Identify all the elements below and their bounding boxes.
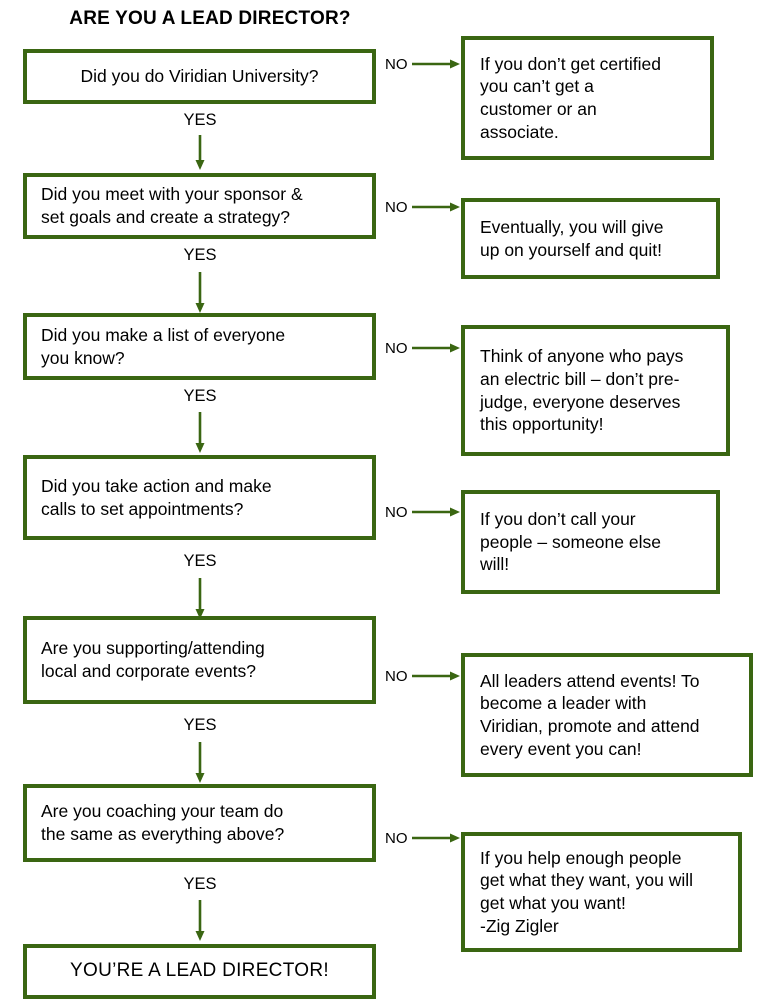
response-text-5: All leaders attend events! To become a l…: [480, 670, 700, 759]
no-arrow-3: [412, 342, 462, 354]
question-text-2: Did you meet with your sponsor & set goa…: [41, 184, 303, 227]
question-box-6[interactable]: Are you coaching your team do the same a…: [23, 784, 376, 862]
yes-arrow-5: [194, 742, 206, 784]
question-box-2[interactable]: Did you meet with your sponsor & set goa…: [23, 173, 376, 239]
no-arrow-5: [412, 670, 462, 682]
yes-label-5: YES: [183, 716, 217, 734]
question-box-1[interactable]: Did you do Viridian University?: [23, 49, 376, 104]
no-label-4: NO: [385, 504, 408, 521]
no-label-1: NO: [385, 56, 408, 73]
yes-label-6: YES: [183, 875, 217, 893]
question-text-1: Did you do Viridian University?: [80, 66, 319, 87]
question-text-4: Did you take action and make calls to se…: [41, 475, 272, 519]
response-text-2: Eventually, you will give up on yourself…: [480, 216, 664, 260]
question-box-4[interactable]: Did you take action and make calls to se…: [23, 455, 376, 540]
question-text-3: Did you make a list of everyone you know…: [41, 324, 286, 368]
response-text-4: If you don’t call your people – someone …: [480, 508, 661, 575]
yes-arrow-2: [194, 272, 206, 314]
question-text-5: Are you supporting/attending local and c…: [41, 638, 265, 681]
yes-label-1: YES: [183, 111, 217, 129]
yes-arrow-4: [194, 578, 206, 620]
question-box-5[interactable]: Are you supporting/attending local and c…: [23, 616, 376, 704]
response-box-5[interactable]: All leaders attend events! To become a l…: [461, 653, 753, 777]
yes-arrow-1: [194, 135, 206, 171]
response-box-4[interactable]: If you don’t call your people – someone …: [461, 490, 720, 594]
yes-arrow-3: [194, 412, 206, 454]
no-label-3: NO: [385, 340, 408, 357]
response-text-3: Think of anyone who pays an electric bil…: [480, 346, 684, 435]
no-label-5: NO: [385, 668, 408, 685]
question-box-3[interactable]: Did you make a list of everyone you know…: [23, 313, 376, 380]
response-box-6[interactable]: If you help enough people get what they …: [461, 832, 742, 952]
yes-label-3: YES: [183, 387, 217, 405]
no-arrow-2: [412, 201, 462, 213]
no-arrow-1: [412, 58, 462, 70]
outcome-box[interactable]: YOU’RE A LEAD DIRECTOR!: [23, 944, 376, 999]
yes-arrow-6: [194, 900, 206, 942]
yes-label-2: YES: [183, 246, 217, 264]
response-box-2[interactable]: Eventually, you will give up on yourself…: [461, 198, 720, 279]
response-text-1: If you don’t get certified you can’t get…: [480, 53, 661, 142]
outcome-text: YOU’RE A LEAD DIRECTOR!: [70, 960, 329, 982]
question-text-6: Are you coaching your team do the same a…: [41, 801, 285, 844]
response-text-6: If you help enough people get what they …: [480, 847, 694, 936]
page-title: ARE YOU A LEAD DIRECTOR?: [69, 8, 351, 29]
no-label-6: NO: [385, 830, 408, 847]
no-arrow-4: [412, 506, 462, 518]
no-label-2: NO: [385, 199, 408, 216]
response-box-1[interactable]: If you don’t get certified you can’t get…: [461, 36, 714, 160]
no-arrow-6: [412, 832, 462, 844]
yes-label-4: YES: [183, 552, 217, 570]
response-box-3[interactable]: Think of anyone who pays an electric bil…: [461, 325, 730, 456]
